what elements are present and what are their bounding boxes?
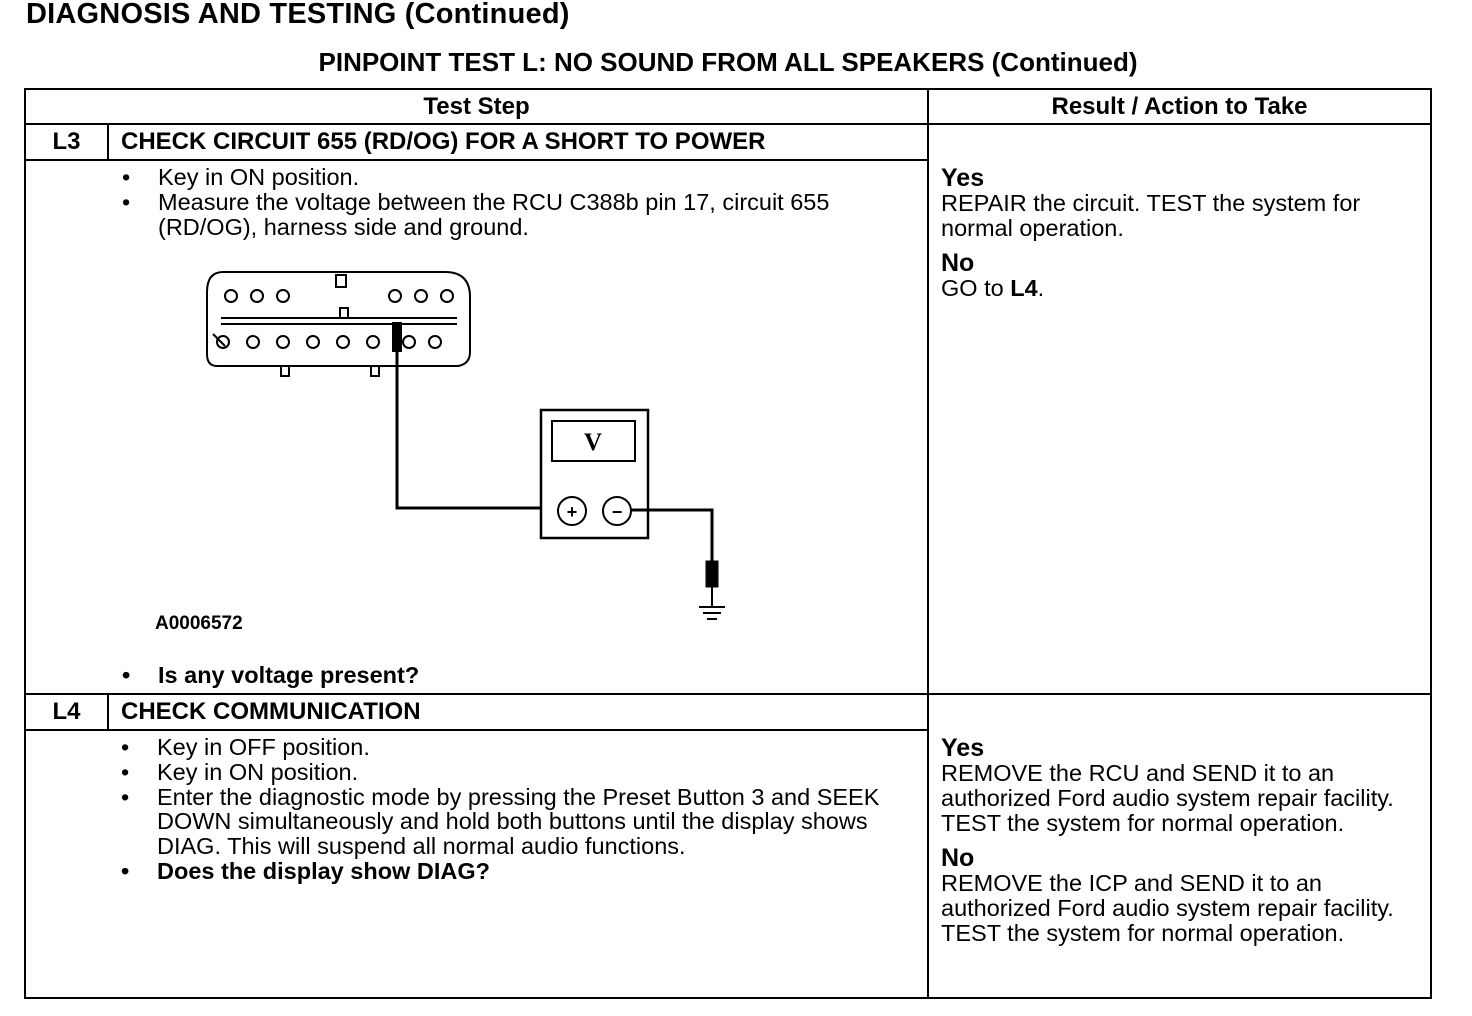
l3-id-divider xyxy=(107,123,109,161)
result-no-label: No xyxy=(941,844,975,872)
list-item: Key in ON position. xyxy=(112,165,912,190)
list-item: Enter the diagnostic mode by pressing th… xyxy=(111,784,906,859)
list-item: Measure the voltage between the RCU C388… xyxy=(112,189,912,240)
step-id: L4 xyxy=(52,698,81,725)
l4-title-divider xyxy=(24,729,929,731)
list-item: Does the display show DIAG? xyxy=(111,859,906,884)
minus-terminal-label: − xyxy=(612,502,623,522)
result-yes-text: REMOVE the RCU and SEND it to an authori… xyxy=(941,760,1394,836)
result-no-text: GO to L4. xyxy=(941,276,1416,301)
table-border-bottom xyxy=(24,997,1432,999)
plus-terminal-label: + xyxy=(567,502,578,522)
l3-title-divider xyxy=(24,159,929,161)
voltmeter-icon: V + − xyxy=(539,408,650,540)
table-border-right xyxy=(1430,88,1432,999)
ground-symbol-icon xyxy=(699,586,725,620)
header-divider xyxy=(24,123,1432,125)
result-yes-label: Yes xyxy=(941,164,985,192)
list-item: Key in ON position. xyxy=(111,759,906,785)
table-border-top xyxy=(24,88,1432,90)
result-no-suffix: . xyxy=(1037,275,1045,301)
l4-id-divider xyxy=(107,693,109,731)
result-no-prefix: GO to xyxy=(941,275,1011,301)
step-instructions: Key in ON position. Measure the voltage … xyxy=(112,165,912,239)
step-title: CHECK CIRCUIT 655 (RD/OG) FOR A SHORT TO… xyxy=(121,128,766,155)
result-no-label: No xyxy=(941,249,975,277)
pinpoint-test-title: PINPOINT TEST L: NO SOUND FROM ALL SPEAK… xyxy=(318,47,1138,77)
step-title: CHECK COMMUNICATION xyxy=(121,698,421,725)
probe-lead-positive xyxy=(392,322,557,510)
column-divider xyxy=(927,88,929,999)
step-instructions: Key in OFF position. Key in ON position.… xyxy=(111,735,906,884)
connector-icon xyxy=(206,271,471,377)
voltmeter-test-figure: V + − xyxy=(206,271,725,620)
l3-l4-divider xyxy=(24,693,1432,695)
meter-display-symbol: V xyxy=(584,429,602,456)
result-no-text: REMOVE the ICP and SEND it to an authori… xyxy=(941,870,1394,946)
result-action-l3: Yes REPAIR the circuit. TEST the system … xyxy=(941,165,1416,310)
result-yes-text: REPAIR the circuit. TEST the system for … xyxy=(941,190,1361,241)
step-id: L3 xyxy=(52,128,81,155)
step-question: Is any voltage present? xyxy=(112,663,912,688)
page-title: DIAGNOSIS AND TESTING (Continued) xyxy=(26,0,570,30)
figure-label: A0006572 xyxy=(155,613,243,634)
list-item: Is any voltage present? xyxy=(112,663,912,688)
table-border-left xyxy=(24,88,26,999)
header-test-step: Test Step xyxy=(423,93,530,120)
header-result-action: Result / Action to Take xyxy=(1051,93,1308,120)
result-action-l4: Yes REMOVE the RCU and SEND it to an aut… xyxy=(941,735,1416,955)
step-reference-link: L4 xyxy=(1010,275,1038,301)
list-item: Key in OFF position. xyxy=(111,735,906,760)
result-yes-label: Yes xyxy=(941,734,985,762)
